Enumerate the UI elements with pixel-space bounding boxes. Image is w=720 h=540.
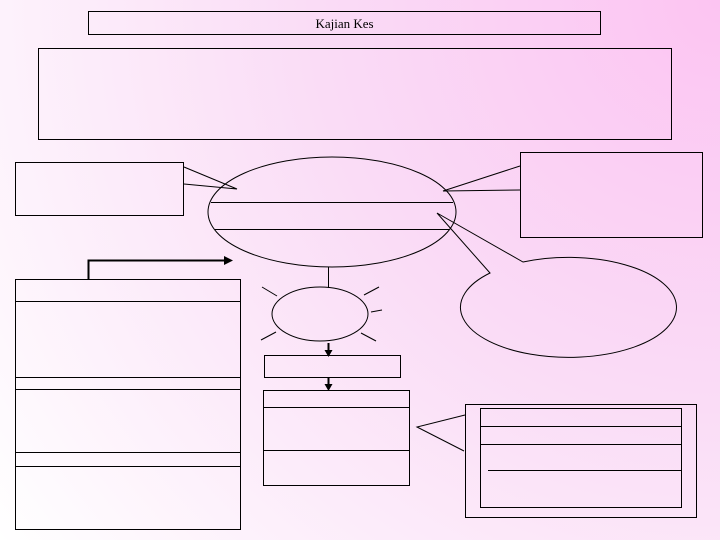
elbow-arrow-line <box>87 259 224 279</box>
left-table-border <box>15 279 241 530</box>
right-rect-callout <box>442 152 703 238</box>
left-rect-callout <box>15 162 238 216</box>
sun-shape <box>260 286 383 342</box>
left-table <box>15 279 241 530</box>
slide-title-box: Kajian Kes <box>88 11 601 35</box>
arrow-2-head <box>324 384 333 391</box>
oval-callout <box>436 212 677 358</box>
sun-ray-lower-right <box>360 332 377 342</box>
sun-ray-lower-left <box>260 331 277 341</box>
elbow-arrow-head <box>224 256 233 265</box>
bottom-right-callout <box>415 404 697 518</box>
main-ellipse-group <box>207 156 457 268</box>
arrow-small-to-middle-box <box>324 378 333 391</box>
arrow-1-head <box>324 350 333 357</box>
right-rect-callout-tail <box>442 165 521 192</box>
left-rect-callout-box <box>15 162 184 216</box>
sun-ray-upper-left <box>261 286 278 297</box>
elbow-arrow-connector <box>87 256 233 279</box>
middle-process-box <box>263 390 410 486</box>
bottom-right-callout-outer-box <box>465 404 697 518</box>
sun-ray-upper-right <box>363 286 380 296</box>
bottom-right-callout-inner-box <box>480 408 682 508</box>
arrow-sun-to-small-box <box>324 343 333 357</box>
content-box <box>38 48 672 140</box>
sun-ray-right <box>370 309 383 313</box>
main-ellipse <box>207 156 457 268</box>
sun-ellipse <box>271 286 369 342</box>
small-process-box <box>264 355 401 378</box>
bottom-right-callout-tail <box>415 414 466 452</box>
right-rect-callout-box <box>520 152 703 238</box>
middle-process-box-border <box>263 390 410 486</box>
left-rect-callout-tail <box>183 166 238 190</box>
